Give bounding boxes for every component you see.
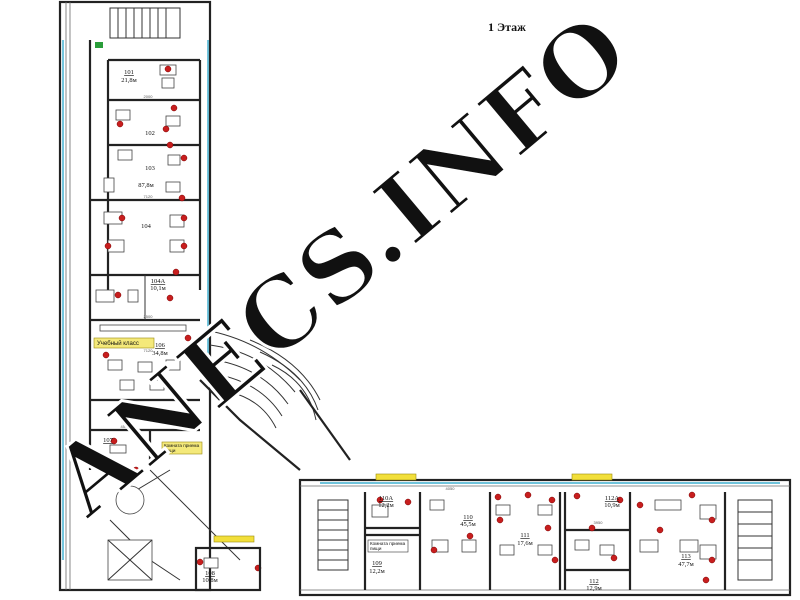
left-wing xyxy=(58,0,212,592)
room-110-area: 45,5м xyxy=(460,521,476,528)
room-111-number: 111 xyxy=(520,532,529,539)
room-104-number: 104 xyxy=(141,223,152,230)
room-113-number: 113 xyxy=(681,553,691,560)
room-106-number: 106 xyxy=(155,342,166,349)
floor-title: 1 Этаж xyxy=(488,20,526,34)
highlight-marker xyxy=(213,535,255,543)
room-104a-area: 10,1м xyxy=(150,285,166,292)
room-108-number: 108 xyxy=(205,570,215,577)
room-112-number: 112 xyxy=(589,578,599,585)
lower-wing xyxy=(194,473,792,597)
classroom-label: Учебный класс xyxy=(97,340,139,347)
meal-room-label: Комната приема пищи xyxy=(164,443,200,453)
dimension-label: 3950 xyxy=(594,520,604,525)
highlight-marker xyxy=(375,473,417,481)
meal-room-label-right: Комната приема пищи xyxy=(367,539,409,553)
dimension-label: 7120 xyxy=(144,194,154,199)
dimension-label: 2000 xyxy=(144,94,154,99)
room-110a-area: 12,2м xyxy=(378,502,394,509)
room-109-number: 109 xyxy=(372,560,382,567)
room-110-number: 110 xyxy=(463,514,473,521)
room-110a-number: 110А xyxy=(379,495,394,502)
dimension-label: 2500 xyxy=(144,314,154,319)
lower-right-staircase xyxy=(737,499,773,581)
dimension-label: 4500 xyxy=(121,424,131,429)
room-104a-number: 104А xyxy=(151,278,166,285)
room-101-number: 101 xyxy=(124,69,134,76)
central-staircase xyxy=(107,329,351,581)
dimension-annotations: 2000 7120 2500 7120 4500 4050 3950 xyxy=(121,94,604,525)
top-staircase xyxy=(109,7,181,39)
lower-wing-outline xyxy=(298,478,792,597)
exit-sign-icon xyxy=(95,42,103,48)
dimension-label: 4050 xyxy=(446,486,456,491)
room-112a-number: 112А xyxy=(605,495,620,502)
room-102-number: 102 xyxy=(145,130,155,137)
classroom-label-box: Учебный класс xyxy=(93,337,155,349)
room-113-area: 47,7м xyxy=(678,561,694,568)
room-107-number: 107 xyxy=(103,437,114,444)
left-wing-outline xyxy=(58,0,212,592)
room-106-area: 34,8м xyxy=(152,350,168,357)
room-111-area: 17,6м xyxy=(517,540,533,547)
room-103-number: 103 xyxy=(145,165,155,172)
meal-room-label-left: Комната приема пищи xyxy=(161,441,203,455)
room-108-area: 10,8м xyxy=(202,577,218,584)
room-101-area: 21,8м xyxy=(121,77,137,84)
room-112-area: 12,9м xyxy=(586,585,602,592)
room-103-area: 87,8м xyxy=(138,182,154,189)
room-109-area: 12,2м xyxy=(369,568,385,575)
highlight-marker xyxy=(571,473,613,481)
room-labels: 101 21,8м 102 103 87,8м 104 104А 10,1м 1… xyxy=(103,69,694,592)
lower-left-staircase xyxy=(317,499,349,571)
dimension-label: 7120 xyxy=(144,348,154,353)
room-112a-area: 10,9м xyxy=(604,502,620,509)
meal-room-label: Комната приема пищи xyxy=(370,541,406,551)
